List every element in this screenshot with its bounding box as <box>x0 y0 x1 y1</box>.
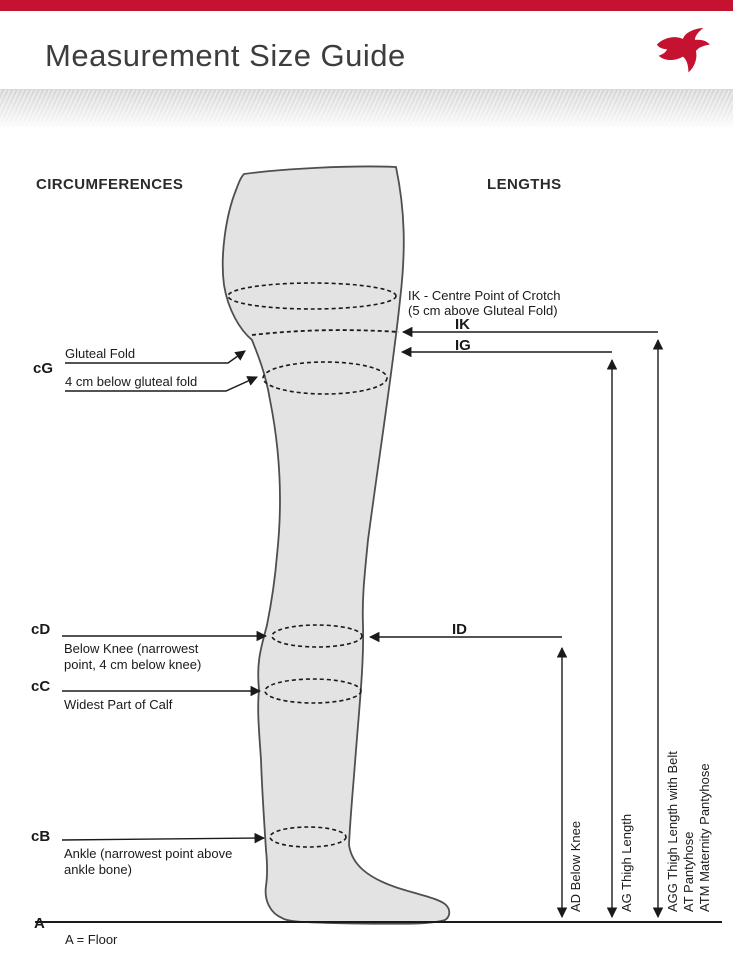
swallow-logo-icon <box>656 27 710 73</box>
label-cg-desc: 4 cm below gluteal fold <box>65 374 198 389</box>
label-cc-desc: Widest Part of Calf <box>64 697 173 712</box>
label-a-code: A <box>34 915 45 932</box>
label-cg-code: cG <box>33 360 54 377</box>
label-cc-code: cC <box>31 678 51 695</box>
label-floor: A = Floor <box>65 932 118 947</box>
label-ik-note-2: (5 cm above Gluteal Fold) <box>408 303 558 318</box>
label-cd-desc: Below Knee (narrowest point, 4 cm below … <box>64 641 202 673</box>
label-agg: AGG Thigh Length with Belt <box>665 751 680 912</box>
label-gluteal-fold: Gluteal Fold <box>65 346 136 361</box>
label-cb-code: cB <box>31 828 51 845</box>
label-ik-note-1: IK - Centre Point of Crotch <box>408 288 561 303</box>
label-atm: ATM Maternity Pantyhose <box>697 763 712 912</box>
texture-band <box>0 89 733 127</box>
cc-ellipse <box>264 678 362 704</box>
label-ik: IK <box>455 316 470 333</box>
cd-ellipse <box>271 624 363 648</box>
arrow-cg <box>65 376 258 392</box>
leg-silhouette <box>221 165 451 925</box>
hip-ellipse <box>227 282 397 310</box>
label-ad: AD Below Knee <box>568 821 583 912</box>
section-heading-circumferences: CIRCUMFERENCES <box>36 176 184 193</box>
label-cd-code: cD <box>31 621 51 638</box>
gluteal-fold-dashed-line <box>251 329 400 336</box>
arrow-cb <box>61 832 266 844</box>
label-ig: IG <box>455 337 471 354</box>
section-heading-lengths: LENGTHS <box>487 176 562 193</box>
cb-ellipse <box>269 826 347 848</box>
page-title: Measurement Size Guide <box>45 38 406 73</box>
label-at: AT Pantyhose <box>681 832 696 912</box>
cg-ellipse <box>262 361 388 395</box>
label-cb-desc: Ankle (narrowest point above ankle bone) <box>64 846 233 878</box>
arrow-gluteal-fold <box>65 350 246 364</box>
label-id: ID <box>452 621 467 638</box>
top-accent-bar <box>0 0 733 11</box>
label-ag: AG Thigh Length <box>619 814 634 912</box>
